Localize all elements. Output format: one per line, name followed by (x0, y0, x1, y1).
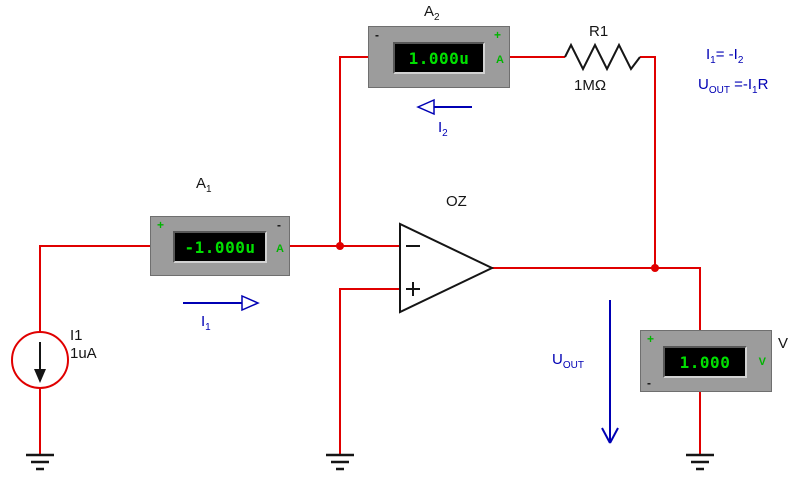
wire-source-to-a1 (39, 245, 150, 332)
ammeter-a2[interactable]: - + 1.000u A (368, 26, 510, 88)
voltmeter-v[interactable]: + - 1.000 V (640, 330, 772, 392)
label-r1-value: 1MΩ (574, 77, 607, 94)
a2-unit: A (496, 54, 504, 66)
label-a2: A2 (424, 3, 440, 23)
current-arrow-i2[interactable] (416, 98, 472, 116)
label-voltmeter: V (778, 335, 789, 352)
wire-resistor-to-output-node (640, 56, 656, 268)
a1-unit: A (276, 243, 284, 255)
junction-dots (336, 242, 659, 272)
ground-symbol-opamp[interactable] (326, 453, 354, 471)
label-source-name: I1 (70, 327, 83, 344)
wire-opamp-plus-to-ground (339, 288, 400, 455)
v-top-terminal-mark: + (647, 332, 655, 346)
a1-left-terminal-mark: + (157, 218, 165, 232)
current-source-arrow-head (34, 369, 46, 383)
label-r1: R1 (589, 23, 609, 40)
opamp-triangle (399, 222, 495, 314)
label-current-i2: I2 (438, 119, 448, 139)
ammeter-a1[interactable]: + - -1.000u A (150, 216, 290, 276)
junction-dot-input (336, 242, 344, 250)
label-a1: A1 (196, 175, 212, 195)
wire-opamp-output-to-voltmeter (492, 267, 701, 330)
ground-symbol-source[interactable] (26, 453, 54, 471)
a1-reading: -1.000u (173, 231, 267, 263)
formula-output-voltage: UOUT =-I1R (698, 76, 769, 96)
voltage-arrow-uout[interactable] (601, 300, 619, 444)
junction-dot-output (651, 264, 659, 272)
circuit-wires[interactable] (39, 56, 701, 455)
a2-right-terminal-mark: + (493, 28, 501, 42)
current-arrow-i1[interactable] (183, 294, 260, 312)
a1-right-terminal-mark: - (277, 218, 281, 232)
resistor-r1[interactable] (564, 42, 641, 72)
v-unit: V (758, 356, 766, 368)
v-bottom-terminal-mark: - (647, 376, 651, 390)
label-source-value: 1uA (70, 345, 97, 362)
a2-reading: 1.000u (393, 42, 485, 74)
a2-left-terminal-mark: - (375, 28, 379, 42)
label-oz: OZ (446, 193, 467, 210)
label-current-i1: I1 (201, 313, 211, 333)
current-source-i1[interactable] (11, 331, 69, 389)
ground-symbol-voltmeter[interactable] (686, 453, 714, 471)
opamp-oz[interactable] (399, 222, 495, 314)
label-uout: UOUT (552, 351, 584, 371)
opamp-plus-input-sign (406, 282, 420, 296)
wire-a2-left-to-junction (339, 56, 368, 246)
formula-current-relation: I1= -I2 (706, 46, 744, 66)
v-reading: 1.000 (663, 346, 747, 378)
